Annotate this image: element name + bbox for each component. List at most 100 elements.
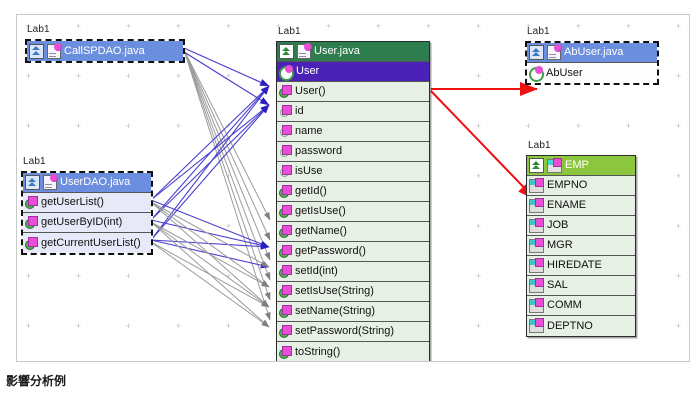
member-label: toString(): [295, 345, 341, 358]
member-label: getId(): [295, 185, 327, 197]
member-row[interactable]: id: [277, 102, 429, 122]
node-header-row[interactable]: CallSPDAO.java: [27, 41, 183, 61]
grid-crosshair: +: [275, 21, 282, 31]
grid-crosshair: +: [125, 321, 132, 331]
method-icon: [279, 345, 292, 359]
column-label: ENAME: [547, 199, 587, 211]
column-row[interactable]: EMPNO: [527, 176, 635, 196]
node-emp-table[interactable]: Lab1 EMP EMPNO ENAME JOB MGR: [526, 140, 636, 337]
column-row[interactable]: ENAME: [527, 196, 635, 216]
node-userdao-java[interactable]: Lab1 UserDAO.java getUserList() getUserB…: [21, 156, 153, 255]
grid-crosshair: +: [175, 171, 182, 181]
grid-crosshair: +: [425, 21, 432, 31]
method-icon: [25, 196, 38, 209]
method-icon: [279, 205, 292, 218]
member-label: password: [295, 145, 343, 157]
column-icon: [529, 217, 544, 233]
grid-crosshair: +: [475, 71, 482, 81]
java-file-icon: [547, 44, 562, 60]
member-label: isUse: [295, 165, 323, 177]
member-row[interactable]: setName(String): [277, 302, 429, 322]
member-row[interactable]: toString(): [277, 342, 429, 361]
member-row[interactable]: getUserByID(int): [23, 213, 151, 233]
column-icon: [529, 177, 544, 193]
node-body[interactable]: CallSPDAO.java: [25, 39, 185, 63]
grid-crosshair: +: [625, 121, 632, 131]
grid-crosshair: +: [325, 21, 332, 31]
column-label: SAL: [547, 279, 568, 291]
grid-crosshair: +: [225, 221, 232, 231]
column-label: HIREDATE: [547, 259, 602, 271]
node-header-row[interactable]: AbUser.java: [527, 43, 657, 63]
node-abuser-java[interactable]: Lab1 AbUser.java AbUser: [525, 26, 659, 85]
grid-crosshair: +: [475, 171, 482, 181]
method-icon: [279, 265, 292, 278]
node-title: AbUser.java: [564, 46, 624, 58]
node-user-java[interactable]: Lab1 User.java User User() id name: [276, 26, 430, 361]
grid-crosshair: +: [225, 71, 232, 81]
member-label: setPassword(String): [295, 325, 395, 337]
member-row[interactable]: getId(): [277, 182, 429, 202]
column-row[interactable]: DEPTNO: [527, 316, 635, 336]
member-row[interactable]: isUse: [277, 162, 429, 182]
grid-crosshair: +: [575, 21, 582, 31]
member-row[interactable]: setIsUse(String): [277, 282, 429, 302]
node-body[interactable]: AbUser.java AbUser: [525, 41, 659, 85]
grid-crosshair: +: [475, 221, 482, 231]
grid-crosshair: +: [25, 121, 32, 131]
node-callspdao-java[interactable]: Lab1 CallSPDAO.java: [25, 24, 185, 63]
column-icon: [529, 318, 544, 333]
grid-crosshair: +: [25, 21, 32, 31]
member-label: getName(): [295, 225, 347, 237]
column-row[interactable]: JOB: [527, 216, 635, 236]
member-row[interactable]: getPassword(): [277, 242, 429, 262]
grid-crosshair: +: [475, 271, 482, 281]
grid-crosshair: +: [225, 271, 232, 281]
class-icon: [279, 64, 294, 81]
method-icon: [25, 236, 38, 250]
grid-crosshair: +: [75, 271, 82, 281]
grid-crosshair: +: [675, 121, 682, 131]
column-row[interactable]: SAL: [527, 276, 635, 296]
grid-crosshair: +: [75, 321, 82, 331]
grid-crosshair: +: [175, 321, 182, 331]
node-lab-label: Lab1: [27, 24, 50, 35]
java-file-icon: [43, 174, 58, 190]
grid-crosshair: +: [125, 71, 132, 81]
column-icon: [529, 197, 544, 213]
member-row[interactable]: getUserList(): [23, 193, 151, 213]
node-header-row[interactable]: UserDAO.java: [23, 173, 151, 193]
method-icon: [279, 245, 292, 258]
column-row[interactable]: COMM: [527, 296, 635, 316]
diagram-canvas[interactable]: ++++++++++++++++++++++++++++++++++++++++…: [16, 14, 690, 362]
node-header-row[interactable]: User.java: [277, 42, 429, 62]
grid-crosshair: +: [75, 71, 82, 81]
member-row[interactable]: getIsUse(): [277, 202, 429, 222]
field-icon: [279, 145, 292, 158]
figure-caption: 影響分析例: [6, 374, 67, 388]
member-row[interactable]: getCurrentUserList(): [23, 233, 151, 253]
java-file-icon: [297, 43, 312, 59]
column-icon: [529, 297, 544, 313]
column-row[interactable]: MGR: [527, 236, 635, 256]
member-row[interactable]: AbUser: [527, 63, 657, 83]
member-row[interactable]: setId(int): [277, 262, 429, 282]
node-body[interactable]: UserDAO.java getUserList() getUserByID(i…: [21, 171, 153, 255]
method-icon: [279, 305, 292, 318]
node-body[interactable]: EMP EMPNO ENAME JOB MGR HIREDATE: [526, 155, 636, 337]
member-row[interactable]: getName(): [277, 222, 429, 242]
member-row[interactable]: name: [277, 122, 429, 142]
tree-icon: [25, 175, 40, 190]
column-row[interactable]: HIREDATE: [527, 256, 635, 276]
grid-crosshair: +: [675, 21, 682, 31]
member-label: name: [295, 125, 323, 137]
node-title: EMP: [565, 159, 589, 171]
node-body[interactable]: User.java User User() id name password: [276, 41, 430, 361]
member-row-selected[interactable]: User: [277, 62, 429, 82]
grid-crosshair: +: [575, 121, 582, 131]
member-row[interactable]: setPassword(String): [277, 322, 429, 342]
member-row[interactable]: password: [277, 142, 429, 162]
node-header-row[interactable]: EMP: [527, 156, 635, 176]
member-row[interactable]: User(): [277, 82, 429, 102]
grid-crosshair: +: [25, 321, 32, 331]
